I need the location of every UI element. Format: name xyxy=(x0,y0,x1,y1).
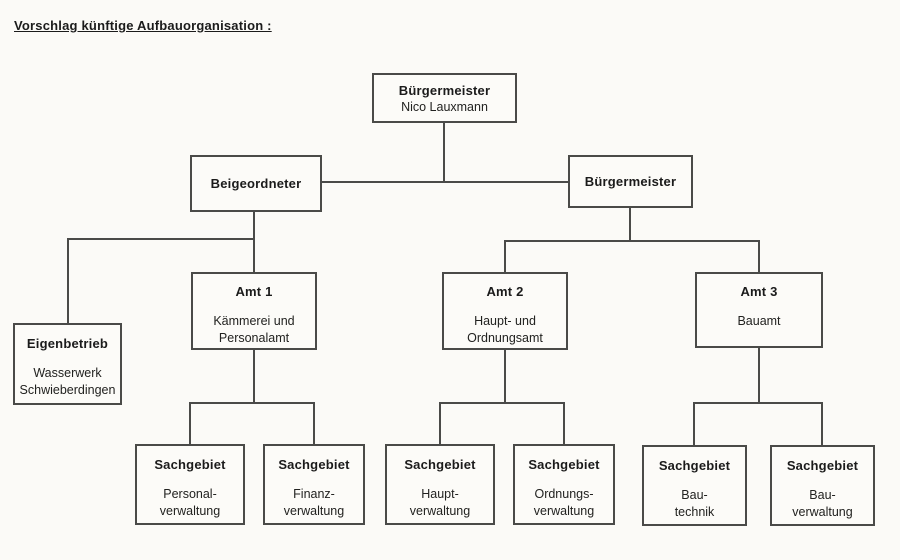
node-subtitle: technik xyxy=(674,505,715,519)
node-title: Amt 3 xyxy=(740,284,778,299)
node-subtitle: Finanz- xyxy=(293,487,335,501)
connector-line xyxy=(504,240,760,242)
connector-line xyxy=(67,238,69,323)
node-subtitle: Schwieberdingen xyxy=(19,383,116,397)
connector-line xyxy=(189,402,191,444)
node-title: Sachgebiet xyxy=(528,457,600,472)
connector-line xyxy=(629,208,631,242)
connector-line xyxy=(253,212,255,272)
connector-line xyxy=(439,402,441,444)
node-sachgebiet-personalverwaltung: Sachgebiet Personal- verwaltung xyxy=(135,444,245,525)
node-subtitle: verwaltung xyxy=(409,504,471,518)
node-amt-3: Amt 3 Bauamt xyxy=(695,272,823,348)
node-sachgebiet-bautechnik: Sachgebiet Bau- technik xyxy=(642,445,747,526)
connector-line xyxy=(67,238,255,240)
connector-line xyxy=(504,240,506,272)
connector-line xyxy=(189,402,315,404)
node-title: Amt 2 xyxy=(486,284,524,299)
node-eigenbetrieb: Eigenbetrieb Wasserwerk Schwieberdingen xyxy=(13,323,122,405)
node-subtitle: Bau- xyxy=(681,488,708,502)
node-subtitle: Nico Lauxmann xyxy=(401,100,488,114)
node-subtitle: Personalamt xyxy=(218,331,290,345)
node-buergermeister-top: Bürgermeister Nico Lauxmann xyxy=(372,73,517,123)
node-title: Bürgermeister xyxy=(584,174,677,189)
node-subtitle: Personal- xyxy=(163,487,217,501)
node-subtitle: verwaltung xyxy=(159,504,221,518)
node-sachgebiet-bauverwaltung: Sachgebiet Bau- verwaltung xyxy=(770,445,875,526)
node-title: Sachgebiet xyxy=(278,457,350,472)
node-subtitle: Kämmerei und xyxy=(213,314,295,328)
node-title: Beigeordneter xyxy=(210,176,302,191)
connector-line xyxy=(322,181,568,183)
node-subtitle: verwaltung xyxy=(283,504,345,518)
node-subtitle: verwaltung xyxy=(792,505,853,519)
node-buergermeister-right: Bürgermeister xyxy=(568,155,693,208)
node-subtitle: Wasserwerk xyxy=(33,366,102,380)
page-title: Vorschlag künftige Aufbauorganisation : xyxy=(14,18,272,33)
node-subtitle: Bau- xyxy=(809,488,836,502)
connector-line xyxy=(693,402,822,404)
node-subtitle: Ordnungs- xyxy=(534,487,594,501)
node-subtitle: Haupt- und xyxy=(474,314,536,328)
node-title: Sachgebiet xyxy=(786,458,859,473)
node-subtitle: Haupt- xyxy=(421,487,459,501)
connector-line xyxy=(758,240,760,272)
connector-line xyxy=(758,348,760,403)
node-title: Sachgebiet xyxy=(404,457,476,472)
connector-line xyxy=(313,402,315,444)
node-subtitle: verwaltung xyxy=(533,504,595,518)
node-beigeordneter: Beigeordneter xyxy=(190,155,322,212)
connector-line xyxy=(563,402,565,444)
node-subtitle: Ordnungsamt xyxy=(467,331,543,345)
connector-line xyxy=(253,350,255,403)
node-sachgebiet-finanzverwaltung: Sachgebiet Finanz- verwaltung xyxy=(263,444,365,525)
node-title: Amt 1 xyxy=(235,284,273,299)
node-title: Bürgermeister xyxy=(398,83,491,98)
connector-line xyxy=(821,402,823,445)
connector-line xyxy=(439,402,565,404)
connector-line xyxy=(504,350,506,403)
node-sachgebiet-ordnungsverwaltung: Sachgebiet Ordnungs- verwaltung xyxy=(513,444,615,525)
node-amt-2: Amt 2 Haupt- und Ordnungsamt xyxy=(442,272,568,350)
node-title: Sachgebiet xyxy=(154,457,226,472)
node-subtitle: Bauamt xyxy=(737,314,781,328)
node-sachgebiet-hauptverwaltung: Sachgebiet Haupt- verwaltung xyxy=(385,444,495,525)
node-title: Sachgebiet xyxy=(658,458,731,473)
node-title: Eigenbetrieb xyxy=(26,336,109,351)
node-amt-1: Amt 1 Kämmerei und Personalamt xyxy=(191,272,317,350)
connector-line xyxy=(443,123,445,183)
connector-line xyxy=(693,402,695,445)
